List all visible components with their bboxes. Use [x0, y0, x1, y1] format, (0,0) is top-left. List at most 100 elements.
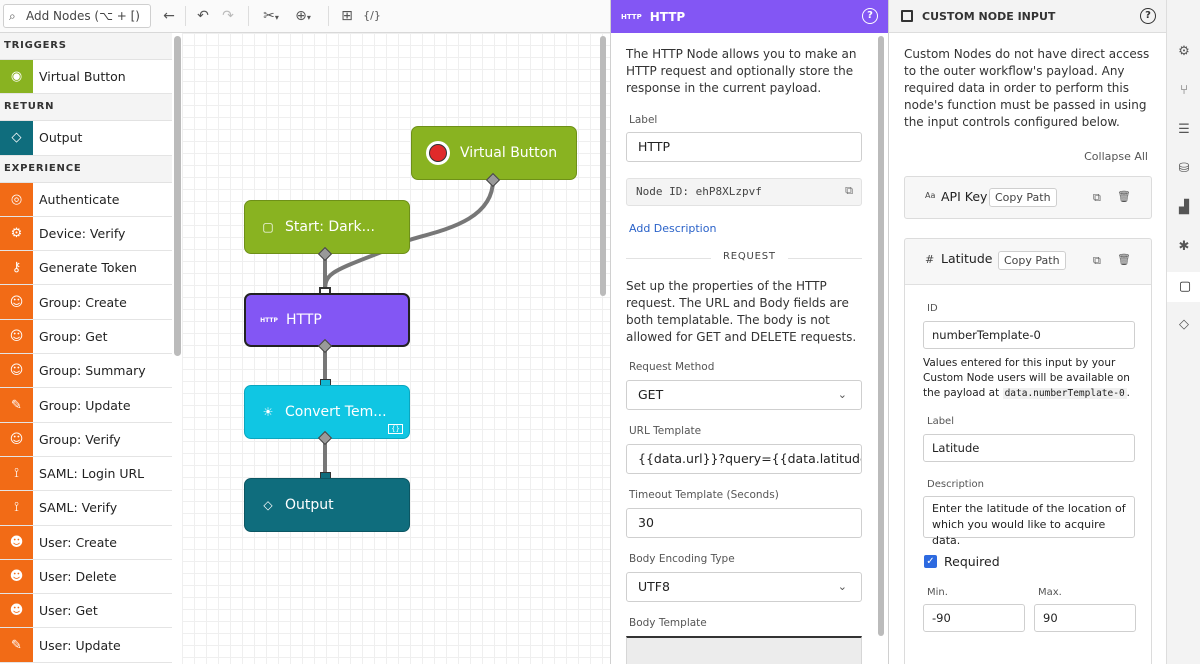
bug-icon[interactable]: ✱ — [1178, 239, 1190, 254]
palette-item-user-create[interactable]: ☻User: Create — [0, 525, 172, 560]
palette-item-group-get[interactable]: ☺Group: Get — [0, 319, 172, 355]
label-input[interactable]: Latitude — [923, 434, 1135, 462]
url-caption: URL Template — [629, 425, 702, 437]
required-label: Required — [944, 554, 1000, 569]
search-placeholder: Add Nodes (⌥ + [) — [26, 9, 140, 23]
help-icon[interactable]: ? — [1140, 8, 1156, 24]
http-panel-scrollbar[interactable] — [878, 36, 884, 636]
workflow-canvas[interactable]: Virtual Button ▢ Start: Dark... HTTP HTT… — [182, 33, 610, 664]
custom-node-icon: ▢ — [262, 220, 274, 234]
canvas-scrollbar[interactable] — [600, 36, 606, 296]
palette-item-group-summary[interactable]: ☺Group: Summary — [0, 354, 172, 389]
custom-node-input-panel: CUSTOM NODE INPUT ? Custom Nodes do not … — [888, 0, 1166, 664]
palette-item-group-create[interactable]: ☺Group: Create — [0, 285, 172, 320]
max-input[interactable]: 90 — [1034, 604, 1136, 632]
palette-item-user-delete[interactable]: ☻User: Delete — [0, 559, 172, 595]
duplicate-icon[interactable]: ⧉ — [1093, 191, 1101, 204]
cut-tools-icon[interactable]: ✂▾ — [263, 8, 279, 24]
fingerprint-icon: ◎ — [0, 182, 33, 216]
database-icon[interactable]: ⛁ — [1178, 161, 1190, 176]
user-edit-icon: ✎ — [0, 628, 33, 662]
template-braces-icon[interactable]: {/} — [363, 9, 381, 22]
back-arrow-icon[interactable]: ← — [163, 8, 175, 24]
timeout-input[interactable]: 30 — [626, 508, 862, 538]
collapse-all-button[interactable]: Collapse All — [1084, 150, 1148, 163]
diamond-icon[interactable]: ◇ — [1179, 317, 1189, 332]
palette-item-output[interactable]: ◇ Output — [0, 121, 172, 156]
palette-item-authenticate[interactable]: ◎Authenticate — [0, 182, 172, 217]
canvas-toolbar: ⌕ Add Nodes (⌥ + [) ← ↶ ↷ ✂▾ ⊕▾ ⊞ {/} — [0, 0, 610, 33]
key-icon: ⚷ — [0, 251, 33, 285]
cn-panel-header: CUSTOM NODE INPUT ? — [889, 0, 1166, 33]
encoding-value: UTF8 — [638, 579, 670, 594]
url-template-input[interactable]: {{data.url}}?query={{data.latitude}},{{c — [626, 444, 862, 474]
input-card-latitude: # Latitude Copy Path ⧉ 🗑 ID numberTempla… — [904, 238, 1152, 664]
diamond-icon: ◇ — [263, 498, 273, 512]
method-value: GET — [638, 387, 664, 402]
palette-scrollbar[interactable] — [174, 36, 181, 356]
node-http[interactable]: HTTP HTTP — [244, 293, 410, 347]
method-caption: Request Method — [629, 361, 715, 373]
http-description: The HTTP Node allows you to make an HTTP… — [626, 47, 857, 95]
search-icon: ⌕ — [9, 9, 16, 23]
chart-icon[interactable]: ▟ — [1179, 200, 1189, 215]
template-badge-icon: {} — [388, 424, 403, 434]
custom-node-icon — [901, 10, 913, 22]
label-input[interactable]: HTTP — [626, 132, 862, 162]
add-description-link[interactable]: Add Description — [629, 222, 717, 235]
palette-item-user-update[interactable]: ✎User: Update — [0, 628, 172, 663]
id-help-text: Values entered for this input by your Cu… — [923, 357, 1131, 399]
trash-icon[interactable]: 🗑 — [1117, 190, 1131, 203]
number-type-icon: # — [925, 253, 935, 266]
gear-icon[interactable]: ⚙ — [1178, 44, 1190, 59]
group-edit-icon: ✎ — [0, 388, 33, 422]
target-icon: ◉ — [0, 60, 33, 94]
palette-item-saml-verify[interactable]: ⟟SAML: Verify — [0, 491, 172, 526]
body-template-editor[interactable] — [626, 636, 862, 664]
undo-icon[interactable]: ↶ — [197, 8, 209, 24]
request-heading: REQUEST — [711, 251, 788, 262]
required-checkbox[interactable]: ✓ — [924, 555, 937, 568]
min-caption: Min. — [927, 587, 948, 598]
description-textarea[interactable]: Enter the latitude of the location of wh… — [923, 496, 1135, 547]
add-comment-icon[interactable]: ⊞ — [341, 8, 353, 24]
saml-icon: ⟟ — [0, 456, 33, 491]
input-card-api-key[interactable]: Aa API Key Copy Path ⧉ 🗑 — [904, 176, 1152, 219]
branch-icon[interactable]: ⑂ — [1180, 83, 1188, 98]
min-input[interactable]: -90 — [923, 604, 1025, 632]
node-convert-template[interactable]: ☀ Convert Tem... {} — [244, 385, 410, 439]
id-input[interactable]: numberTemplate-0 — [923, 321, 1135, 349]
palette-item-user-get[interactable]: ☻User: Get — [0, 594, 172, 629]
node-virtual-button[interactable]: Virtual Button — [411, 126, 577, 180]
duplicate-icon[interactable]: ⧉ — [1093, 254, 1101, 267]
group-list-icon: ☺ — [0, 354, 33, 388]
custom-node-icon[interactable]: ▢ — [1167, 272, 1200, 302]
copy-icon[interactable]: ⧉ — [845, 184, 853, 197]
request-method-select[interactable]: GET ⌄ — [626, 380, 862, 410]
trash-icon[interactable]: 🗑 — [1117, 253, 1131, 266]
palette-item-device-verify[interactable]: ⚙Device: Verify — [0, 216, 172, 252]
palette-item-saml-login-url[interactable]: ⟟SAML: Login URL — [0, 456, 172, 492]
copy-path-button[interactable]: Copy Path — [989, 188, 1057, 207]
list-icon[interactable]: ☰ — [1178, 122, 1190, 137]
node-label: Convert Tem... — [285, 404, 387, 420]
node-output[interactable]: ◇ Output — [244, 478, 410, 532]
max-caption: Max. — [1038, 587, 1062, 598]
add-nodes-search-input[interactable]: ⌕ Add Nodes (⌥ + [) — [3, 4, 151, 28]
http-icon: HTTP — [260, 316, 278, 324]
diamond-icon: ◇ — [0, 121, 33, 155]
redo-icon[interactable]: ↷ — [222, 8, 234, 24]
encoding-select[interactable]: UTF8 ⌄ — [626, 572, 862, 602]
chevron-down-icon: ⌄ — [837, 580, 847, 593]
zoom-icon[interactable]: ⊕▾ — [295, 8, 311, 24]
palette-item-group-verify[interactable]: ☺Group: Verify — [0, 422, 172, 457]
palette-item-group-update[interactable]: ✎Group: Update — [0, 388, 172, 423]
copy-path-button[interactable]: Copy Path — [998, 251, 1066, 270]
help-icon[interactable]: ? — [862, 8, 878, 24]
panel-title: CUSTOM NODE INPUT — [922, 9, 1056, 23]
device-gear-icon: ⚙ — [0, 216, 33, 251]
node-start[interactable]: ▢ Start: Dark... — [244, 200, 410, 254]
palette-item-generate-token[interactable]: ⚷Generate Token — [0, 251, 172, 286]
panel-title: HTTP — [649, 9, 686, 24]
palette-item-virtual-button[interactable]: ◉ Virtual Button — [0, 60, 172, 95]
